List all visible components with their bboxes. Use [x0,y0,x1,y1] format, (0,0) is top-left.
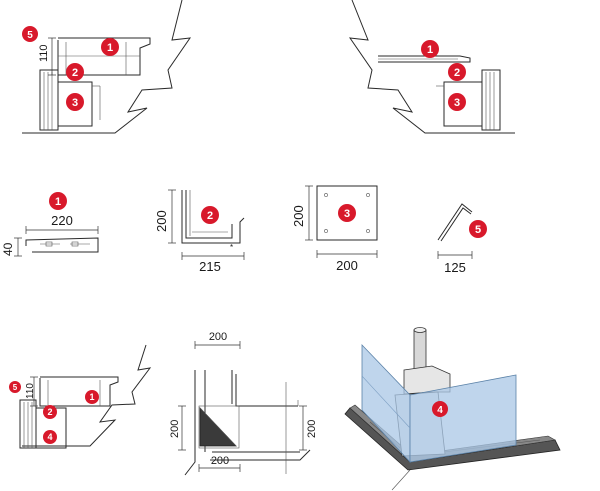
svg-text:1: 1 [107,42,113,54]
part-2-asterisk: * [230,243,233,252]
part-5-drawing: 125 5 [437,203,487,275]
badge-2-bottom-left: 2 [43,405,57,419]
svg-text:5: 5 [475,224,481,236]
svg-text:3: 3 [454,97,460,109]
badge-5-top-left: 5 [22,26,38,42]
svg-text:2: 2 [47,407,52,417]
bottom-left-dim-110: 110 [25,383,36,399]
top-right-section-view: 1 2 3 [348,0,515,134]
bottom-left-section-view: 110 5 1 2 4 [9,344,152,449]
badge-5-bottom-left: 5 [9,381,21,393]
plan-dim-top: 200 [209,331,227,343]
part-3-height: 200 [291,205,306,227]
plan-dim-bottom: 200 [211,455,229,467]
badge-1-top-right: 1 [421,40,439,58]
part-1-width: 220 [51,213,73,228]
part-2-height: 200 [154,210,169,232]
svg-text:1: 1 [427,44,433,56]
badge-1-bottom-left: 1 [85,390,99,404]
svg-text:2: 2 [454,67,460,79]
svg-text:5: 5 [27,30,33,41]
badge-4-bottom-left: 4 [43,430,57,444]
badge-3-top-right: 3 [448,93,466,111]
badge-2-top-right: 2 [448,63,466,81]
svg-text:4: 4 [437,405,443,416]
part-5-width: 125 [444,260,466,275]
isometric-view-drawing: 4 [344,327,561,491]
part-3-width: 200 [336,258,358,273]
top-left-dim-110: 110 [38,44,50,62]
part-2-drawing: * 200 215 2 [154,189,245,274]
plan-dim-right: 200 [306,420,318,438]
svg-text:3: 3 [344,208,350,220]
svg-text:1: 1 [89,392,94,402]
svg-text:1: 1 [55,196,61,208]
part-2-width: 215 [199,259,221,274]
badge-5-part: 5 [469,220,487,238]
plan-dim-left: 200 [169,420,181,438]
svg-text:4: 4 [47,432,52,442]
part-1-height: 40 [1,242,15,256]
badge-1-top-left: 1 [101,38,119,56]
part-3-drawing: 200 200 3 [291,185,378,273]
badge-3-top-left: 3 [66,93,84,111]
badge-2-part: 2 [201,206,219,224]
top-left-section-view: 110 5 1 2 3 [22,0,192,134]
badge-1-part: 1 [49,192,67,210]
plan-view-drawing: 200 200 200 200 [169,331,318,476]
svg-text:3: 3 [72,97,78,109]
badge-2-top-left: 2 [66,63,84,81]
part-1-drawing: 1 220 40 [1,192,99,257]
badge-3-part: 3 [338,204,356,222]
svg-text:2: 2 [72,67,78,79]
svg-text:2: 2 [207,210,213,222]
badge-4-isometric: 4 [432,401,448,417]
svg-text:5: 5 [13,383,18,392]
